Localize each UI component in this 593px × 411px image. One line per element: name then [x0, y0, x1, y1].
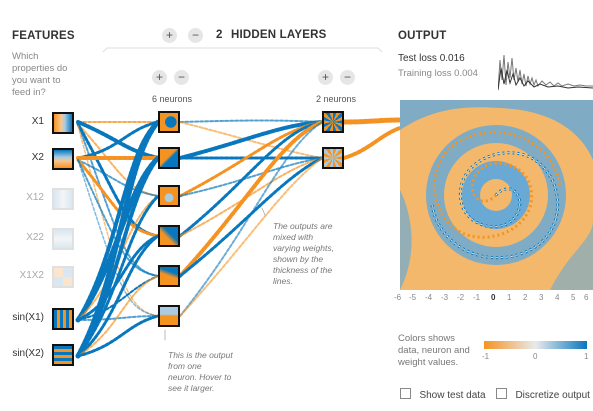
- layer2-neuron-1[interactable]: [322, 111, 344, 133]
- output-title: OUTPUT: [398, 30, 447, 42]
- layer2-remove-neuron-button[interactable]: −: [340, 70, 355, 85]
- neuron-output-note: This is the output from one neuron. Hove…: [168, 350, 233, 393]
- layer1-neuron-2[interactable]: [158, 147, 180, 169]
- outputs-mixed-note: The outputs are mixed with varying weigh…: [273, 221, 334, 286]
- feature-label-x1x2: X1X2: [19, 270, 44, 281]
- show-test-data-checkbox[interactable]: [400, 388, 411, 400]
- legend-max: 1: [584, 352, 589, 361]
- training-loss: Training loss 0.004: [398, 68, 478, 79]
- training-loss-value: 0.004: [454, 68, 478, 79]
- feature-node-x22[interactable]: [52, 228, 74, 250]
- feature-node-x2[interactable]: [52, 148, 74, 170]
- feature-node-x1x2[interactable]: [52, 266, 74, 288]
- feature-node-sin-x2[interactable]: [52, 344, 74, 366]
- discretize-output-label: Discretize output: [515, 390, 590, 401]
- feature-label-x2: X2: [31, 152, 44, 163]
- layer1-neuron-4[interactable]: [158, 225, 180, 247]
- legend-mid: 0: [533, 352, 538, 361]
- feature-label-x22: X22: [26, 232, 44, 243]
- test-loss-value: 0.016: [439, 53, 465, 64]
- layer1-add-neuron-button[interactable]: +: [152, 70, 167, 85]
- layer1-neuron-1[interactable]: [158, 111, 180, 133]
- discretize-output-toggle[interactable]: Discretize output: [496, 385, 590, 403]
- layer1-neuron-3[interactable]: [158, 185, 180, 207]
- show-test-data-label: Show test data: [419, 390, 486, 401]
- x-axis: -6 -5 -4 -3 -2 -1 0 1 2 3 4 5 6: [394, 293, 589, 302]
- color-legend-bar: [484, 341, 587, 349]
- layer2-neuron-2[interactable]: [322, 147, 344, 169]
- legend-min: -1: [482, 352, 490, 361]
- hidden-layers-count: 2: [216, 29, 223, 41]
- output-heatmap: [400, 100, 593, 290]
- layer2-neuron-count: 2 neurons: [316, 94, 357, 104]
- remove-layer-button[interactable]: −: [188, 28, 203, 43]
- features-question: Which properties do you want to feed in?: [12, 51, 68, 98]
- feature-node-x1[interactable]: [52, 112, 74, 134]
- layer1-neuron-count: 6 neurons: [152, 94, 193, 104]
- layer1-neuron-6[interactable]: [158, 305, 180, 327]
- feature-node-x12[interactable]: [52, 188, 74, 210]
- feature-node-sin-x1[interactable]: [52, 308, 74, 330]
- layer2-add-neuron-button[interactable]: +: [318, 70, 333, 85]
- feature-label-x12: X12: [26, 192, 44, 203]
- color-legend-text: Colors shows data, neuron and weight val…: [398, 333, 470, 368]
- loss-curve: [498, 54, 593, 91]
- layer1-remove-neuron-button[interactable]: −: [174, 70, 189, 85]
- add-layer-button[interactable]: +: [162, 28, 177, 43]
- feature-label-sin-x1: sin(X1): [12, 312, 44, 323]
- features-title: FEATURES: [12, 30, 75, 42]
- feature-label-x1: X1: [31, 116, 44, 127]
- layer1-neuron-5[interactable]: [158, 265, 180, 287]
- hidden-layers-title: HIDDEN LAYERS: [231, 29, 327, 41]
- feature-label-sin-x2: sin(X2): [12, 348, 44, 359]
- test-loss: Test loss 0.016: [398, 53, 465, 64]
- show-test-data-toggle[interactable]: Show test data: [400, 385, 486, 403]
- discretize-output-checkbox[interactable]: [496, 388, 507, 400]
